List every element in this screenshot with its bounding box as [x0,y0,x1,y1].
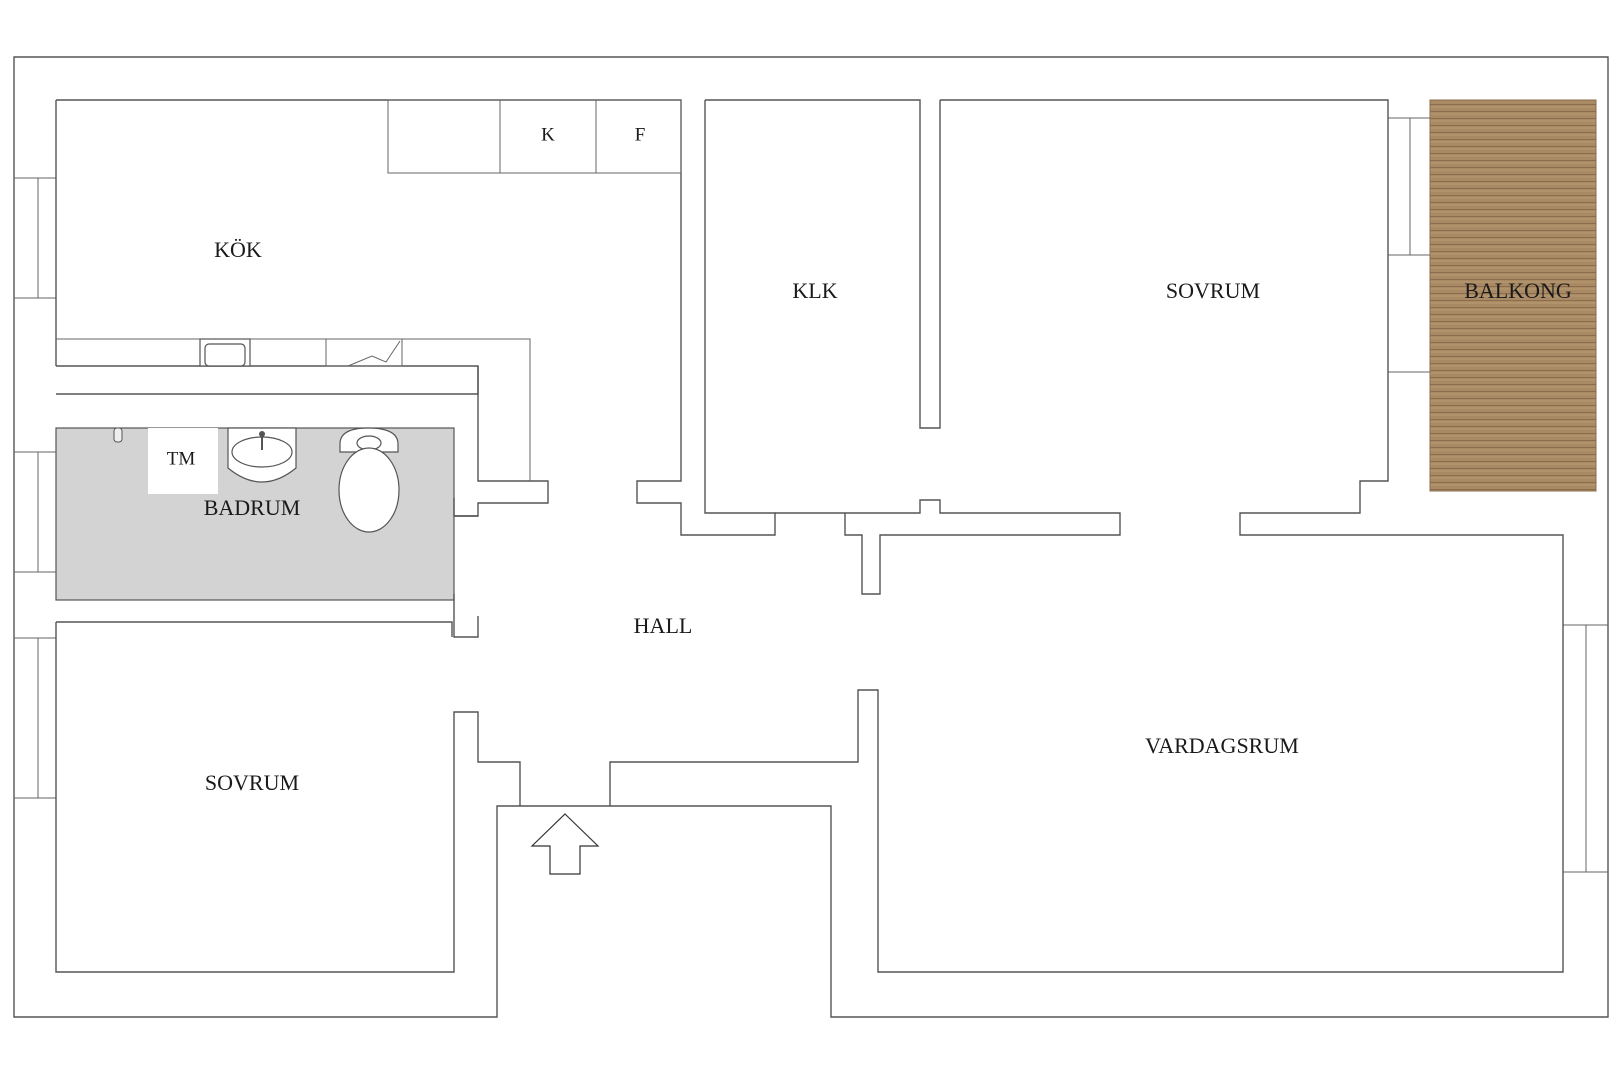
washbasin-icon [227,427,297,483]
freezer-label: F [635,124,646,145]
stove-icon [325,338,403,367]
kitchen-sink-icon [199,338,251,367]
washing-machine [148,428,218,494]
outer-wall [13,56,1609,1018]
window-left-kitchen [14,177,56,299]
room-label-bathroom: BADRUM [204,495,301,520]
window-right-living [1563,624,1608,873]
kitchen-room-walls [55,100,479,395]
bedroom-top-walls [609,99,1564,973]
room-label-hall: HALL [634,613,693,638]
balcony-deck [1429,99,1597,492]
closet-walls [705,99,941,429]
closet-lower-wall [775,499,1121,595]
bathroom-tap-icon [113,427,123,443]
toilet-icon [338,427,400,533]
room-label-closet: KLK [792,278,837,303]
bedroom-bottom-walls [55,621,521,973]
window-left-bathroom [14,451,56,573]
kitchen-partition [451,366,549,600]
room-label-living-room: VARDAGSRUM [1145,733,1299,758]
bathroom-wall-stubs [453,498,479,638]
fridge-label: K [541,124,555,145]
kitchen-room [56,99,776,536]
room-label-bedroom-top: SOVRUM [1166,278,1260,303]
room-label-kitchen: KÖK [214,237,262,262]
room-label-bedroom-bottom: SOVRUM [205,770,299,795]
up-arrow-icon [530,813,600,875]
kitchen-upper-cabinets [387,99,682,174]
window-bedroom-balcony [1388,117,1430,373]
room-label-balcony: BALKONG [1464,278,1572,303]
window-left-bedroom [14,637,56,799]
washing-machine-label: TM [167,448,196,469]
